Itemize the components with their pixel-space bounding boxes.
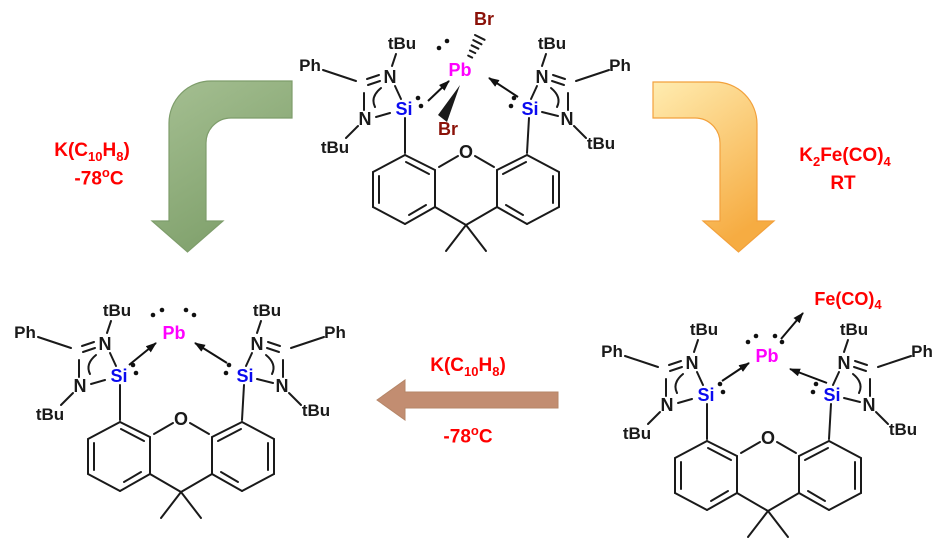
structure-bottom-right-iron-complex: Pb Fe(CO)4 — [600, 289, 934, 538]
condition-text: -78 — [443, 426, 471, 448]
reagent-right-label: K2Fe(CO)4 — [799, 145, 891, 169]
lead-lone-pair-dots — [436, 38, 450, 51]
lead-to-iron-dative-arrow — [780, 312, 804, 340]
bold-wedge-bond — [438, 85, 460, 122]
condition-text: -78 — [74, 168, 102, 190]
condition-middle-label: -78oC — [443, 424, 492, 447]
reagent-text: K — [799, 145, 813, 166]
condition-text: C — [478, 426, 493, 448]
reagent-subscript: 10 — [88, 148, 103, 164]
bromine-atom-label: Br — [474, 9, 494, 29]
silicon-to-lead-dative-arrows — [721, 362, 828, 384]
brown-left-arrow — [376, 379, 559, 421]
condition-text: RT — [830, 173, 856, 194]
reagent-subscript: 8 — [116, 148, 124, 164]
bromine-atom-label: Br — [438, 119, 458, 139]
yellow-elbow-arrow — [652, 81, 776, 253]
reagent-text: K(C — [430, 355, 465, 376]
lead-atom-label: Pb — [448, 60, 471, 80]
iron-carbonyl-formula: Fe(CO) — [814, 289, 874, 309]
lead-atom-label: Pb — [755, 346, 778, 366]
iron-carbonyl-subscript: 4 — [874, 297, 882, 312]
lead-atom-label: Pb — [162, 323, 185, 343]
reagent-text: ) — [123, 140, 130, 161]
reagent-left-label: K(C10H8) — [54, 140, 130, 164]
lead-lone-pair-dots — [745, 333, 785, 345]
reagent-text: ) — [499, 355, 506, 376]
green-elbow-arrow — [150, 80, 293, 253]
condition-superscript: o — [470, 423, 479, 438]
lead-lone-pair-dots — [150, 307, 197, 318]
hashed-wedge-bond — [467, 34, 486, 59]
silicon-to-lead-dative-arrows — [427, 77, 519, 102]
reagent-subscript: 2 — [812, 153, 821, 169]
condition-right-label: RT — [830, 174, 855, 194]
silicon-to-lead-dative-arrows — [128, 342, 228, 366]
structure-bottom-left-plumbylene: Pb — [13, 300, 347, 519]
reagent-text: Fe(CO) — [820, 145, 884, 166]
reagent-subscript: 4 — [883, 153, 891, 169]
structure-top-dibromide: Pb Br Br — [298, 9, 632, 252]
iron-carbonyl-label: Fe(CO)4 — [814, 289, 882, 312]
condition-text: C — [109, 168, 124, 190]
condition-left-label: -78oC — [74, 166, 123, 189]
reagent-text: H — [478, 355, 493, 376]
reagent-text: H — [102, 140, 117, 161]
reagent-subscript: 10 — [464, 363, 479, 379]
reagent-middle-label: K(C10H8) — [430, 355, 506, 379]
condition-superscript: o — [101, 165, 110, 180]
reagent-text: K(C — [54, 140, 89, 161]
reagent-subscript: 8 — [492, 363, 500, 379]
